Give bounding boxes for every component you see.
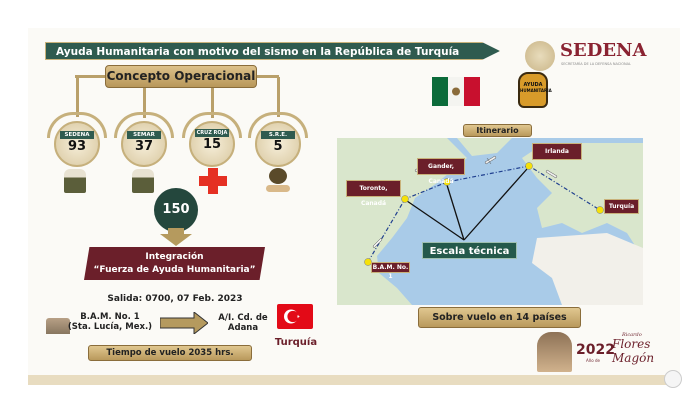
salida-text: Salida: 0700, 07 Feb. 2023	[107, 294, 243, 304]
footer-name1: Ricardo	[622, 332, 642, 338]
map-land-greenland	[457, 138, 512, 156]
connector-line	[76, 77, 79, 117]
integracion-line2: “Fuerza de Ayuda Humanitaria”	[93, 265, 256, 275]
footer-name3: Magón	[612, 351, 655, 365]
total-personnel-circle: 150	[154, 188, 198, 232]
stop-gander	[443, 178, 451, 186]
tiempo-vuelo-box: Tiempo de vuelo 2035 hrs.	[88, 345, 252, 361]
unit-count: 93	[67, 139, 87, 154]
stop-turquia	[596, 206, 604, 214]
destino-pais: Turquía	[274, 337, 318, 348]
map-label-bam: B.A.M. No. 1	[371, 262, 410, 280]
map-land-africa	[532, 233, 643, 305]
stop-irlanda	[525, 162, 533, 170]
sedena-subtitle: SECRETARÍA DE LA DEFENSA NACIONAL	[561, 62, 631, 66]
footer-name2: Flores	[612, 337, 651, 351]
footer-sub: Año de	[586, 358, 600, 363]
origen-text: B.A.M. No. 1 (Sta. Lucía, Mex.)	[60, 312, 160, 332]
origen-line1: B.A.M. No. 1	[80, 312, 140, 322]
map-land-europe	[522, 143, 643, 258]
footer-year: 2022	[576, 342, 615, 358]
soldier-icon	[64, 169, 86, 193]
down-arrow-icon	[160, 228, 192, 246]
red-cross-icon	[199, 168, 227, 194]
coat-of-arms-icon	[525, 41, 555, 71]
unit-label: CRUZ ROJA	[195, 129, 229, 137]
right-arrow-icon	[160, 312, 208, 334]
footer-band	[28, 375, 680, 385]
sedena-logo: SEDENA	[560, 40, 647, 61]
integracion-line1: Integración	[145, 252, 204, 262]
connector-line	[143, 88, 146, 118]
mexico-flag-icon	[432, 77, 480, 106]
connector-line	[257, 75, 279, 78]
unit-label: SEMAR	[127, 131, 161, 139]
handshake-globe-icon	[266, 168, 290, 194]
cathedral-icon	[46, 318, 70, 334]
unit-count: 5	[273, 139, 283, 154]
destino-line1: A/I. Cd. de	[218, 313, 268, 323]
destino-text: A/I. Cd. de Adana	[212, 313, 274, 333]
sobrevuelo-box: Sobre vuelo en 14 países	[418, 307, 581, 328]
itinerario-label: Itinerario	[463, 124, 532, 137]
unit-count: 15	[202, 137, 222, 152]
concepto-operacional-box: Concepto Operacional	[105, 65, 257, 88]
ayuda-humanitaria-badge: AYUDA HUMANITARIA	[518, 72, 552, 108]
marine-icon	[132, 169, 154, 193]
turkey-flag-icon	[277, 304, 313, 329]
slide-title: Ayuda Humanitaria con motivo del sismo e…	[45, 42, 500, 60]
route-map	[337, 138, 643, 305]
connector-line	[277, 77, 280, 117]
connector-line	[211, 88, 214, 118]
destino-line2: Adana	[227, 323, 259, 333]
connector-line	[75, 75, 105, 78]
map-label-irlanda: Irlanda	[532, 143, 582, 160]
map-label-gander: Gander, Canadá	[417, 158, 465, 185]
flores-magon-portrait	[537, 332, 572, 372]
unit-count: 37	[134, 139, 154, 154]
badge-line1: AYUDA	[523, 82, 543, 88]
escala-arrows	[406, 168, 528, 241]
map-label-toronto: Toronto, Canadá	[346, 180, 401, 207]
gobierno-logo-icon	[664, 370, 682, 388]
integracion-banner: Integración “Fuerza de Ayuda Humanitaria…	[84, 247, 265, 280]
unit-label: S.R.E.	[261, 131, 295, 139]
unit-label: SEDENA	[60, 131, 94, 139]
stop-toronto	[401, 195, 409, 203]
map-label-turquia: Turquía	[604, 199, 639, 214]
unit-sre: S.R.E.5	[255, 121, 301, 167]
escala-tecnica-label: Escala técnica	[422, 242, 517, 259]
origen-line2: (Sta. Lucía, Mex.)	[67, 322, 153, 332]
badge-line2: HUMANITARIA	[520, 88, 552, 93]
